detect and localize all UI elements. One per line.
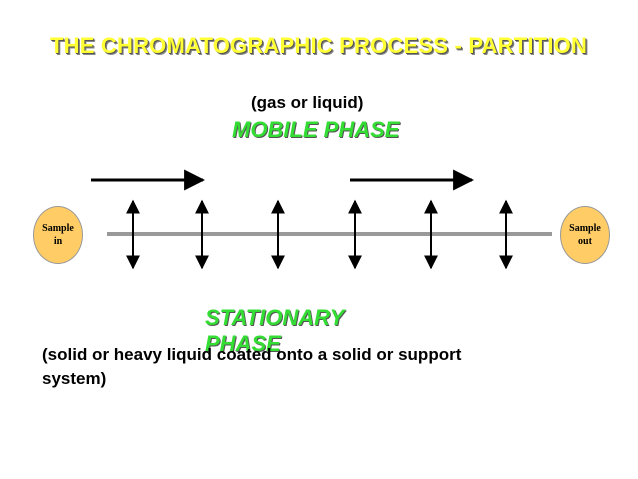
mobile-phase-subtitle: (gas or liquid) xyxy=(251,93,364,112)
sample-out-node: Sample out xyxy=(560,206,610,264)
slide-title: THE CHROMATOGRAPHIC PROCESS - PARTITION xyxy=(50,33,588,58)
sample-in-node: Sample in xyxy=(33,206,83,264)
stationary-phase-label: STATIONARY PHASE xyxy=(205,305,344,356)
mobile-phase-label: MOBILE PHASE xyxy=(232,117,400,142)
stationary-phase-description: (solid or heavy liquid coated onto a sol… xyxy=(42,345,462,388)
